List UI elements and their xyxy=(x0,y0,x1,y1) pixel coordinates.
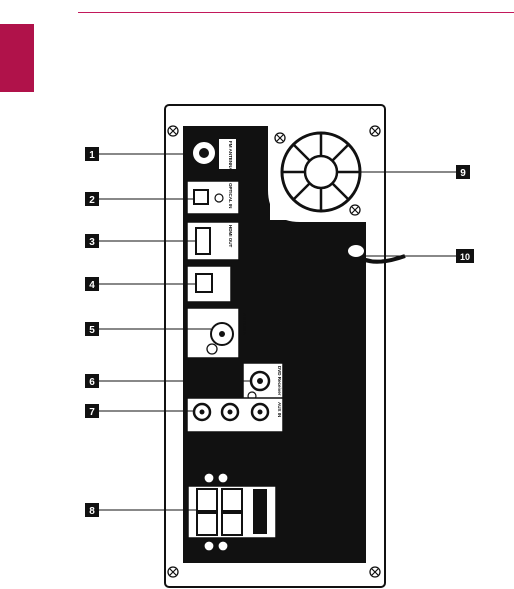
svg-text:2: 2 xyxy=(89,195,95,206)
lan-label: LAN xyxy=(223,275,229,286)
callout-6: 6 xyxy=(85,374,99,388)
callout-2: 2 xyxy=(85,192,99,206)
fm-antenna-label: FM ANTENNA xyxy=(228,141,233,171)
antenna-port[interactable] xyxy=(186,307,240,359)
audio-in-jacks[interactable] xyxy=(186,397,284,433)
svg-text:6: 6 xyxy=(89,377,95,388)
audio-in-label: AUX IN xyxy=(277,402,282,417)
hdmi-out-port[interactable] xyxy=(186,221,240,261)
optical-in-port[interactable] xyxy=(186,180,240,215)
speaker-terminals[interactable] xyxy=(187,472,277,552)
callout-4: 4 xyxy=(85,277,99,291)
svg-text:1: 1 xyxy=(89,150,95,161)
callout-3: 3 xyxy=(85,234,99,248)
fm-antenna-port[interactable] xyxy=(191,139,236,169)
callout-9: 9 xyxy=(456,165,470,179)
callout-1: 1 xyxy=(85,147,99,161)
svg-text:10: 10 xyxy=(460,252,470,262)
svg-text:4: 4 xyxy=(89,280,95,291)
svg-text:9: 9 xyxy=(460,168,466,179)
callout-5: 5 xyxy=(85,322,99,336)
header-rule xyxy=(78,12,514,13)
optical-in-label: OPTICAL IN xyxy=(228,183,233,208)
callout-8: 8 xyxy=(85,503,99,517)
callout-7: 7 xyxy=(85,404,99,418)
svg-text:7: 7 xyxy=(89,407,95,418)
svg-text:8: 8 xyxy=(89,506,95,517)
cooling-fan xyxy=(270,128,366,220)
chapter-tab xyxy=(0,24,34,92)
leader-lines xyxy=(99,153,456,511)
screw-marks xyxy=(169,127,379,576)
video-out-jack[interactable] xyxy=(242,362,284,402)
dvd-receiver-label: DVD Receiver xyxy=(277,366,282,396)
cable-grommet xyxy=(346,243,366,259)
svg-text:5: 5 xyxy=(89,325,95,336)
antenna-label: ANTENNA xyxy=(242,313,247,336)
svg-text:3: 3 xyxy=(89,237,95,248)
callout-10: 10 xyxy=(456,249,474,263)
hdmi-out-label: HDMI OUT xyxy=(228,225,233,247)
